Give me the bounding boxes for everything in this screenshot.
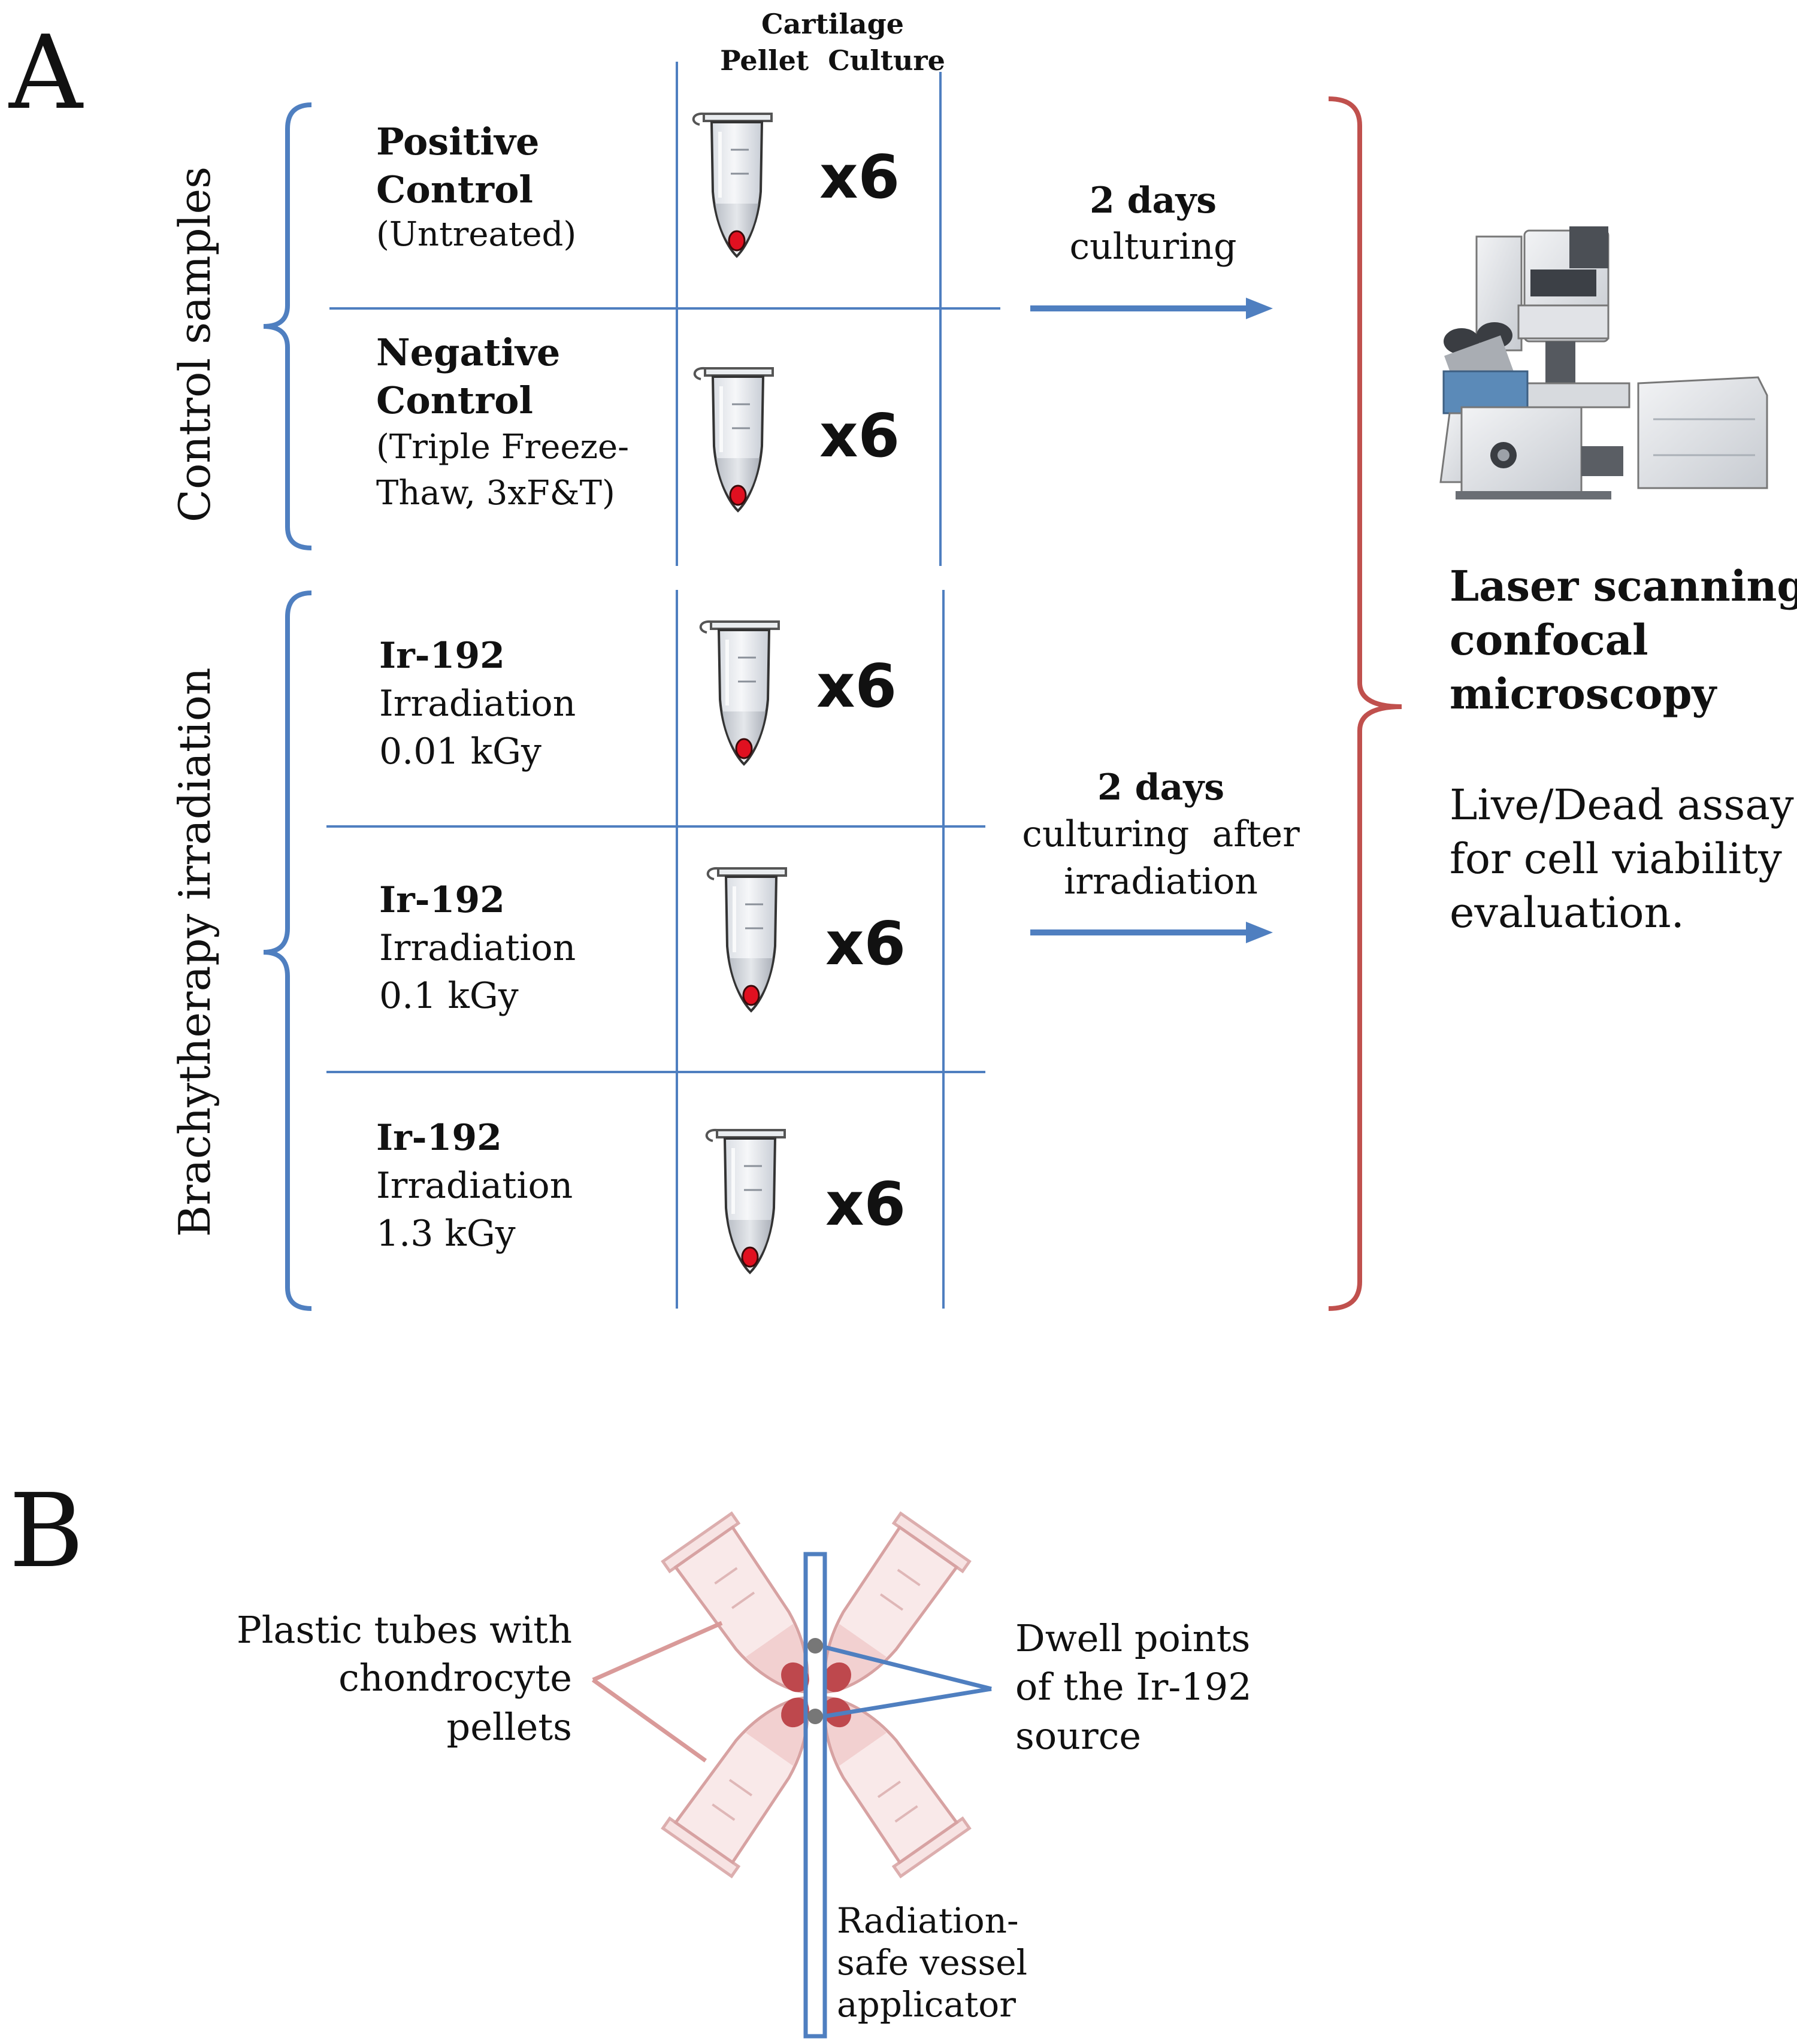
row-count: x6 [816,651,897,721]
tube-lower-right [792,1674,969,1876]
row-negative-control: Negative Control (Triple Freeze- Thaw, 3… [376,331,900,513]
row-title-line1: Ir-192 [379,635,505,677]
row-ir192-0.01: Ir-192 Irradiation 0.01 kGy x6 [379,622,897,773]
tube-icon [708,868,786,1011]
irradiation-tubes [663,1513,970,1876]
panel-a-letter: A [8,14,84,132]
tubes-label-line3: pellets [447,1705,572,1749]
arrow-bottom-line2: culturing after [1022,813,1300,855]
row-count: x6 [819,142,900,212]
row-desc-line1: Irradiation [379,927,576,969]
microscope-icon [1439,226,1768,499]
tube-upper-left [663,1513,840,1716]
applicator-label-line1: Radiation- [837,1900,1019,1941]
row-desc-line1: (Untreated) [376,215,576,254]
row-desc-line2: 0.1 kGy [379,975,519,1017]
row-title-line2: Control [376,168,533,211]
vessel-applicator [803,1552,827,2039]
arrow-bottom-line1: 2 days [1097,767,1224,808]
row-positive-control: Positive Control (Untreated) x6 [376,114,900,256]
row-ir192-1.3: Ir-192 Irradiation 1.3 kGy x6 [376,1117,906,1273]
tube-icon [694,114,772,256]
brachy-group-label: Brachytherapy irradiation [170,667,220,1237]
tube-icon [695,368,773,511]
applicator-label-line3: applicator [837,1984,1016,2025]
result-desc-line1: Live/Dead assay [1450,780,1794,829]
tubes-label-line1: Plastic tubes with [237,1608,572,1652]
brachy-bracket [263,591,312,1311]
tube-lower-left [663,1674,840,1876]
row-title-line1: Negative [376,331,560,374]
row-title-line1: Positive [376,120,539,163]
row-title-line2: Control [376,378,533,422]
table-grid [326,62,1000,1309]
dwell-label-line1: Dwell points [1015,1616,1250,1660]
dwell-point-lower [807,1709,823,1724]
result-title-line3: microscopy [1450,669,1718,719]
row-title-line1: Ir-192 [379,879,505,921]
tube-upper-right [792,1513,969,1716]
row-count: x6 [819,401,900,471]
dwell-label-line3: source [1015,1714,1141,1758]
panel-b-letter: B [9,1472,84,1591]
row-desc-line1: Irradiation [376,1165,573,1207]
tubes-label-line2: chondrocyte [338,1656,572,1700]
control-group-label: Control samples [170,166,220,522]
result-desc-line2: for cell viability [1450,834,1782,883]
tube-icon [701,622,779,764]
row-desc-line1: Irradiation [379,683,576,725]
applicator-label-line2: safe vessel [837,1942,1027,1983]
row-desc-line2: 1.3 kGy [376,1213,516,1255]
arrow-bottom: 2 days culturing after irradiation [1022,767,1300,943]
tubes-callout [591,1621,723,1763]
row-count: x6 [825,1169,906,1239]
row-count: x6 [825,909,906,979]
dwell-label-line2: of the Ir-192 [1015,1665,1252,1709]
result-bracket [1328,96,1402,1311]
column-header-line1: Cartilage [761,8,904,40]
dwell-callout [823,1645,992,1719]
result-desc-line3: evaluation. [1450,888,1684,937]
result-title-line1: Laser scanning [1450,561,1797,611]
tube-icon [707,1130,785,1273]
dwell-point-upper [807,1638,823,1654]
arrow-top: 2 days culturing [1030,180,1273,319]
row-title-line1: Ir-192 [376,1117,502,1159]
column-header-line2: Pellet Culture [720,44,945,77]
row-desc-line2: Thaw, 3xF&T) [376,474,615,513]
row-desc-line2: 0.01 kGy [379,731,541,773]
row-desc-line1: (Triple Freeze- [376,428,629,467]
arrow-top-line2: culturing [1069,226,1236,268]
control-bracket [263,102,312,550]
arrow-bottom-line3: irradiation [1064,861,1258,903]
row-ir192-0.1: Ir-192 Irradiation 0.1 kGy x6 [379,868,906,1017]
arrow-top-line1: 2 days [1090,180,1217,222]
result-title-line2: confocal [1450,615,1648,665]
